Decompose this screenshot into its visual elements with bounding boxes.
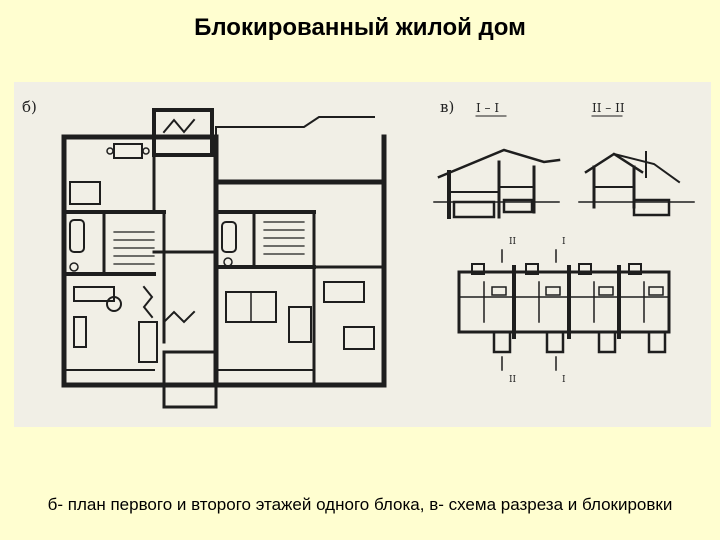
section-2-label: II – II bbox=[592, 101, 625, 115]
scanned-figure: б) в) bbox=[14, 82, 711, 427]
cut-mark-top-ii: II bbox=[509, 237, 517, 247]
cut-mark-bottom-i: I bbox=[562, 375, 566, 385]
figure-caption: б- план первого и второго этажей одного … bbox=[47, 495, 673, 514]
figure-drawing: б) в) bbox=[22, 98, 695, 409]
panel-v-label: в) bbox=[440, 98, 454, 116]
floor-plan-second bbox=[213, 116, 387, 388]
section-diagrams: I – I II – II bbox=[433, 101, 695, 219]
floor-plan-first bbox=[61, 108, 219, 409]
blocking-scheme: II I bbox=[457, 237, 671, 385]
slide-title: Блокированный жилой дом bbox=[194, 14, 526, 41]
cut-mark-bottom-ii: II bbox=[509, 375, 517, 385]
cut-mark-top-i: I bbox=[562, 237, 566, 247]
panel-b-label: б) bbox=[22, 98, 37, 116]
section-1-label: I – I bbox=[476, 101, 499, 115]
